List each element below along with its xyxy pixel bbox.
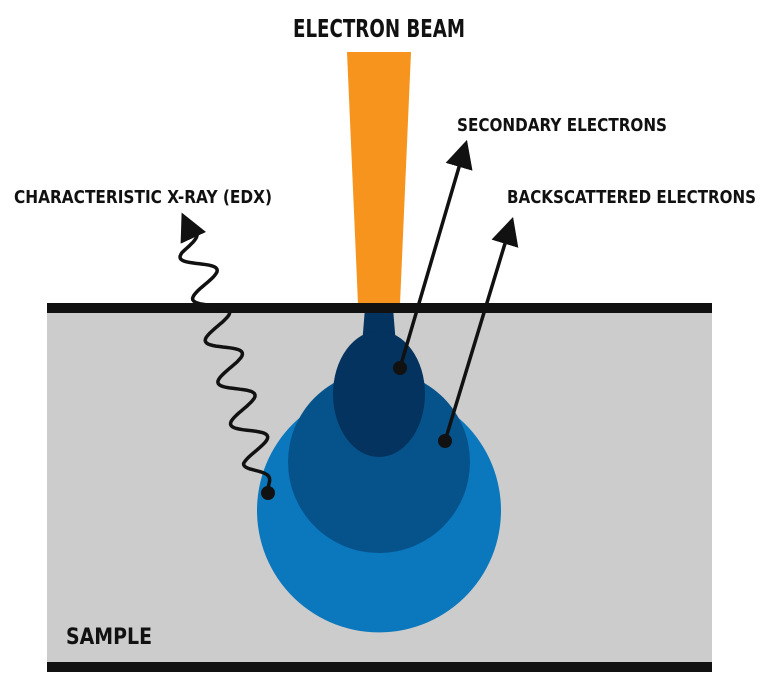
- secondary-origin-dot: [393, 361, 407, 375]
- sample-label: SAMPLE: [66, 625, 152, 650]
- sample-bottom-surface: [47, 662, 712, 672]
- xray-origin-dot: [261, 486, 275, 500]
- backscattered-electrons-label: BACKSCATTERED ELECTRONS: [507, 187, 756, 208]
- sample-top-surface: [47, 303, 712, 313]
- secondary-electrons-label: SECONDARY ELECTRONS: [457, 115, 667, 136]
- electron-beam: [347, 52, 411, 304]
- secondary-arrow: [398, 139, 473, 369]
- backscatter-origin-dot: [438, 434, 452, 448]
- backscatter-volume: [288, 371, 470, 553]
- electron-beam-label: ELECTRON BEAM: [293, 14, 465, 43]
- backscatter-arrow: [443, 216, 519, 442]
- secondary-volume: [333, 331, 425, 457]
- xray-label: CHARACTERISTIC X-RAY (EDX): [14, 187, 272, 208]
- xray-wavy-arrow: [178, 212, 272, 494]
